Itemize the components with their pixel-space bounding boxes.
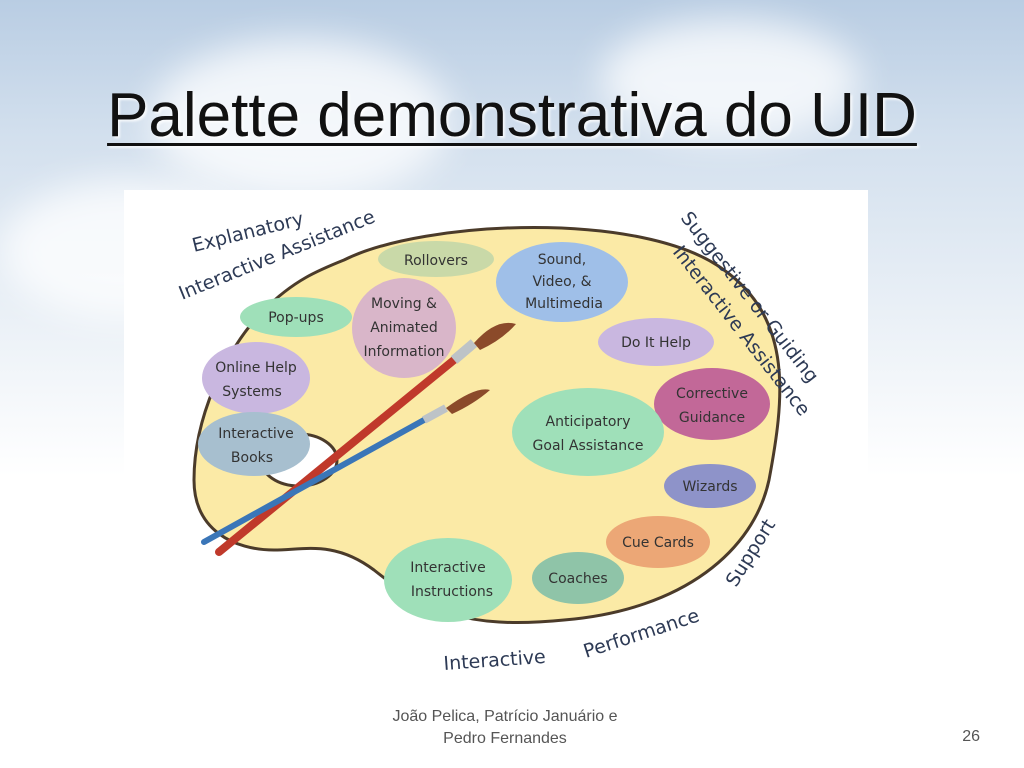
label-popups: Pop-ups [268, 310, 324, 326]
slide-title: Palette demonstrativa do UID [107, 81, 917, 150]
sky-cloud [150, 40, 450, 200]
label-rollovers: Rollovers [404, 253, 468, 269]
paintbrush-blue-icon [201, 389, 490, 545]
label-moving-1: Moving & [371, 296, 437, 312]
blob-corrective-guidance [654, 368, 770, 440]
label-wizards: Wizards [682, 479, 737, 495]
label-anticipatory-1: Anticipatory [546, 414, 631, 430]
blob-coaches [532, 552, 624, 604]
uid-palette-figure: Rollovers Sound, Video, & Multimedia Pop… [124, 190, 868, 678]
label-books-2: Books [231, 450, 273, 466]
blob-interactive-instructions [384, 538, 512, 622]
label-sound-1: Sound, [538, 252, 587, 268]
label-corrective-1: Corrective [676, 386, 748, 402]
blob-cue-cards [606, 516, 710, 568]
label-sound-3: Multimedia [525, 296, 603, 312]
label-cue-cards: Cue Cards [622, 535, 694, 551]
footer-author: João Pelica, Patrício Januário e Pedro F… [340, 706, 670, 750]
sky-cloud [600, 20, 860, 140]
page-number: 26 [962, 728, 980, 745]
label-sound-2: Video, & [532, 274, 591, 290]
label-moving-2: Animated [370, 320, 438, 336]
label-moving-3: Information [363, 344, 444, 360]
label-corrective-2: Guidance [679, 410, 745, 426]
label-anticipatory-2: Goal Assistance [533, 438, 644, 454]
blob-anticipatory-goal [512, 388, 664, 476]
footer-author-line-1: João Pelica, Patrício Januário e [392, 708, 618, 725]
label-coaches: Coaches [548, 571, 607, 587]
paintbrush-red-icon [215, 322, 516, 556]
blob-do-it-help [598, 318, 714, 366]
label-online-2: Systems [222, 384, 282, 400]
blob-moving-animated [352, 278, 456, 378]
label-interactive: Interactive [443, 646, 547, 675]
blob-rollovers [378, 241, 494, 277]
blob-sound-video-multimedia [496, 242, 628, 322]
blob-wizards [664, 464, 756, 508]
label-books-1: Interactive [218, 426, 293, 442]
label-do-it-help: Do It Help [621, 335, 691, 351]
blob-online-help [202, 342, 310, 414]
label-instructions-1: Interactive [410, 560, 485, 576]
label-online-1: Online Help [215, 360, 297, 376]
blob-popups [240, 297, 352, 337]
footer-author-line-2: Pedro Fernandes [443, 730, 567, 747]
label-instructions-2: Instructions [411, 584, 493, 600]
palette-illustration: Rollovers Sound, Video, & Multimedia Pop… [176, 206, 823, 675]
blob-interactive-books [198, 412, 310, 476]
